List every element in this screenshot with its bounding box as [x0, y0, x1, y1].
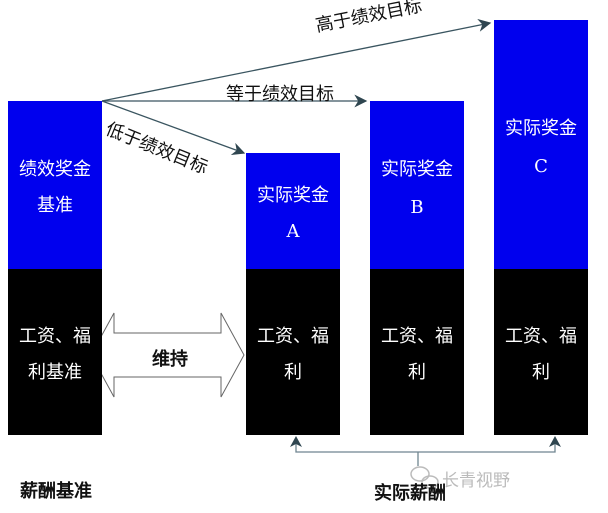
baseline-bonus-block: 绩效奖金 基准: [8, 101, 102, 269]
brace-arrowhead-right: [549, 436, 561, 447]
watermark: 长青视野: [442, 471, 510, 491]
baseline-salary-line1: 工资、福: [19, 326, 91, 347]
bonus-b-line2: B: [410, 197, 424, 218]
salary-b-line1: 工资、福: [381, 326, 453, 347]
arrow-above: [101, 18, 492, 102]
salary-block-b: 工资、福 利: [370, 269, 464, 435]
salary-a-line1: 工资、福: [257, 326, 329, 347]
baseline-salary-line2: 利基准: [28, 362, 82, 383]
bonus-block-b: 实际奖金 B: [370, 101, 464, 269]
brace: [295, 440, 556, 466]
bonus-a-line1: 实际奖金: [257, 185, 329, 206]
baseline-bonus-line1: 绩效奖金: [19, 159, 91, 180]
label-maintain: 维持: [152, 349, 188, 370]
bonus-c-line2: C: [534, 156, 548, 177]
baseline-salary-block: 工资、福 利基准: [8, 269, 102, 435]
salary-a-line2: 利: [284, 362, 302, 383]
salary-block-c: 工资、福 利: [494, 269, 588, 435]
bonus-a-line2: A: [286, 221, 300, 242]
label-equal-target: 等于绩效目标: [226, 84, 334, 105]
bonus-block-a: 实际奖金 A: [246, 153, 340, 269]
salary-block-a: 工资、福 利: [246, 269, 340, 435]
wechat-icon: [410, 466, 439, 489]
salary-b-line2: 利: [408, 362, 426, 383]
salary-c-line2: 利: [532, 362, 550, 383]
bonus-block-c: 实际奖金 C: [494, 20, 588, 269]
brace-arrowhead-left: [290, 436, 302, 447]
bonus-c-line1: 实际奖金: [505, 118, 577, 139]
salary-c-line1: 工资、福: [505, 326, 577, 347]
caption-baseline: 薪酬基准: [20, 481, 92, 502]
arrow-below: [101, 100, 246, 156]
bonus-b-line1: 实际奖金: [381, 159, 453, 180]
double-arrow: [90, 312, 245, 398]
baseline-bonus-line2: 基准: [37, 195, 73, 216]
caption-actual: 实际薪酬: [374, 483, 446, 504]
